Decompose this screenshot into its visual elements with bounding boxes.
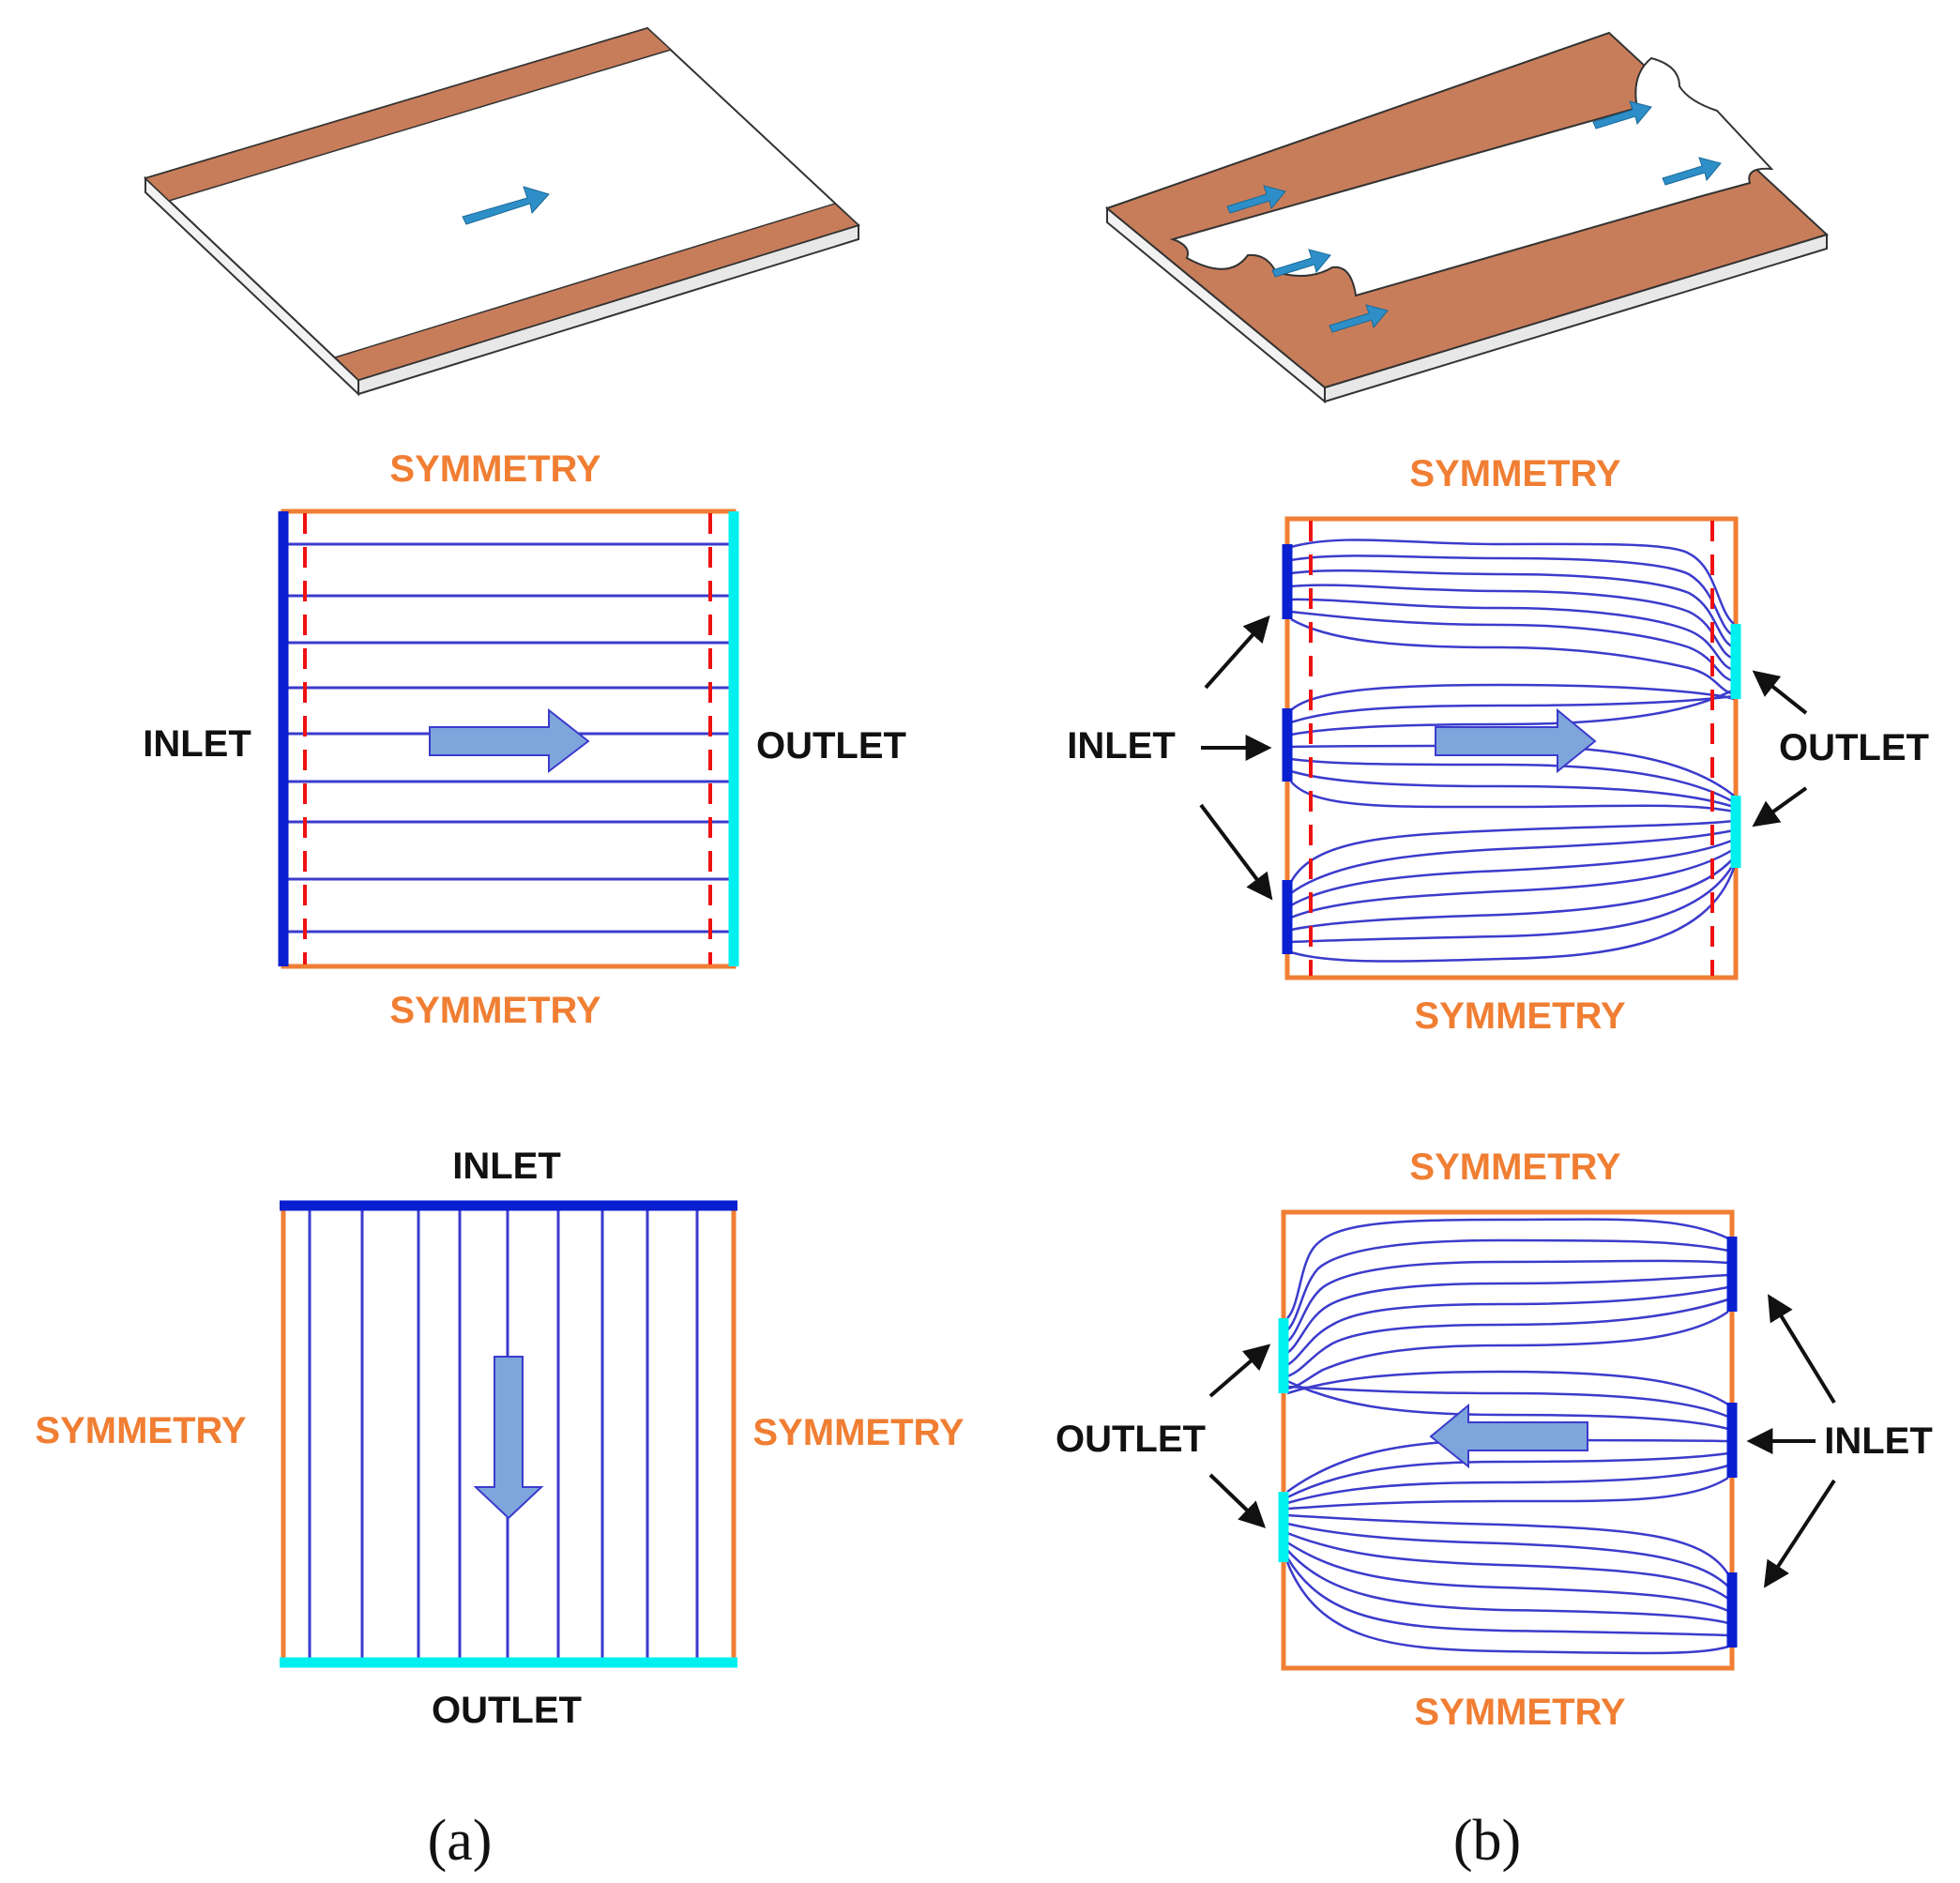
panel-b-caption: (b) (1453, 1809, 1521, 1873)
inlet-pointer-arrow-3 (1199, 803, 1273, 901)
flow-direction-arrow (429, 707, 590, 774)
pointer-arrows (1199, 615, 1808, 901)
pointer-arrows (1208, 1294, 1836, 1588)
diagram-a-bottom: INLET OUTLET SYMMETRY SYMMETRY (35, 1146, 965, 1731)
outlet-pointer-arrow-1 (1752, 670, 1808, 715)
streamline (1286, 1464, 1729, 1505)
streamline (1286, 1238, 1729, 1331)
streamline (1286, 1513, 1730, 1575)
streamline (1286, 1385, 1729, 1419)
plate-b-arrow-5 (1662, 157, 1722, 186)
inlet-label: INLET (143, 723, 251, 765)
outlet-pointer-arrow-1 (1208, 1344, 1271, 1398)
symmetry-label-bottom: SYMMETRY (389, 990, 601, 1031)
outlet-label: OUTLET (432, 1690, 582, 1731)
streamline (1290, 781, 1735, 813)
inlet-pointer-arrow-1 (1768, 1294, 1836, 1405)
diagram-b-bottom: SYMMETRY SYMMETRY OUTLET INLET (1056, 1147, 1933, 1733)
plate-b-3d (1104, 31, 1829, 404)
inlet-label: INLET (1824, 1420, 1933, 1462)
streamline (1286, 1541, 1729, 1613)
plate-a-edge-strip-near (333, 203, 860, 381)
outlet-label: OUTLET (1056, 1419, 1206, 1460)
streamline (1290, 683, 1735, 711)
flow-direction-arrow (473, 1356, 544, 1520)
streamline (1290, 610, 1735, 683)
streamline (1290, 828, 1735, 895)
streamline (1290, 862, 1736, 944)
streamline (1286, 1476, 1729, 1511)
streamline (1286, 1259, 1729, 1343)
diagram-a-bottom-streamlines (308, 1206, 699, 1663)
symmetry-label-top: SYMMETRY (389, 448, 601, 490)
streamline (1290, 847, 1735, 919)
streamline (1290, 617, 1735, 696)
streamline (1286, 1451, 1729, 1499)
flow-direction-arrow (1429, 1403, 1588, 1469)
diagram-b-top: SYMMETRY SYMMETRY INLET OUTLET (1067, 453, 1929, 1037)
plate-a-flow-arrow (462, 186, 550, 225)
symmetry-label-right: SYMMETRY (752, 1412, 965, 1453)
outlet-pointer-arrow-2 (1208, 1473, 1267, 1528)
symmetry-label-top: SYMMETRY (1409, 1147, 1621, 1188)
inlet-label: INLET (1067, 725, 1176, 767)
plate-b-flow-arrows (1226, 100, 1722, 333)
streamline (1289, 819, 1735, 883)
streamline (1286, 1273, 1729, 1355)
streamline (1290, 838, 1735, 907)
symmetry-label-bottom: SYMMETRY (1414, 1692, 1626, 1733)
plate-a-3d (144, 26, 860, 397)
outlet-label: OUTLET (756, 725, 906, 767)
symmetry-label-left: SYMMETRY (35, 1410, 247, 1451)
flow-direction-arrow (1435, 707, 1597, 774)
diagram-a-top: SYMMETRY SYMMETRY INLET OUTLET (143, 448, 906, 1031)
streamline (1286, 1370, 1729, 1406)
streamline (1290, 769, 1735, 809)
outlet-label: OUTLET (1779, 727, 1929, 768)
streamline (1290, 569, 1735, 649)
streamline (1285, 1557, 1729, 1637)
streamline (1290, 584, 1735, 661)
inlet-label: INLET (452, 1146, 561, 1187)
streamline (1290, 857, 1735, 932)
plate-b-arrow-1 (1226, 185, 1286, 214)
panel-a-caption: (a) (428, 1809, 493, 1873)
diagram-b-bottom-streamlines (1285, 1218, 1730, 1655)
streamline (1286, 1379, 1729, 1431)
streamline (1286, 1298, 1729, 1378)
streamline (1285, 1561, 1729, 1655)
symmetry-label-top: SYMMETRY (1409, 453, 1621, 494)
inlet-pointer-arrow-3 (1763, 1479, 1836, 1588)
streamline (1290, 757, 1735, 804)
streamline (1290, 867, 1736, 963)
streamline (1286, 1285, 1729, 1367)
streamline (1286, 1310, 1729, 1390)
streamline (1290, 694, 1735, 724)
streamline (1290, 598, 1735, 672)
symmetry-label-bottom: SYMMETRY (1414, 995, 1626, 1037)
outlet-pointer-arrow-2 (1752, 786, 1808, 828)
streamline (1286, 1549, 1729, 1625)
streamline (1286, 1218, 1729, 1319)
streamline (1290, 554, 1735, 638)
streamline (1286, 1522, 1729, 1587)
inlet-pointer-arrow-1 (1204, 615, 1270, 690)
plate-b-arrow-2 (1271, 249, 1331, 278)
streamline (1290, 539, 1735, 625)
plate-b-arrow-4 (1592, 100, 1652, 129)
plate-a-edge-strip-far (144, 27, 673, 202)
streamline (1290, 688, 1735, 736)
diagram-a-top-streamlines (283, 542, 734, 934)
streamline (1286, 1531, 1729, 1601)
plate-b-arrow-3 (1329, 304, 1389, 333)
